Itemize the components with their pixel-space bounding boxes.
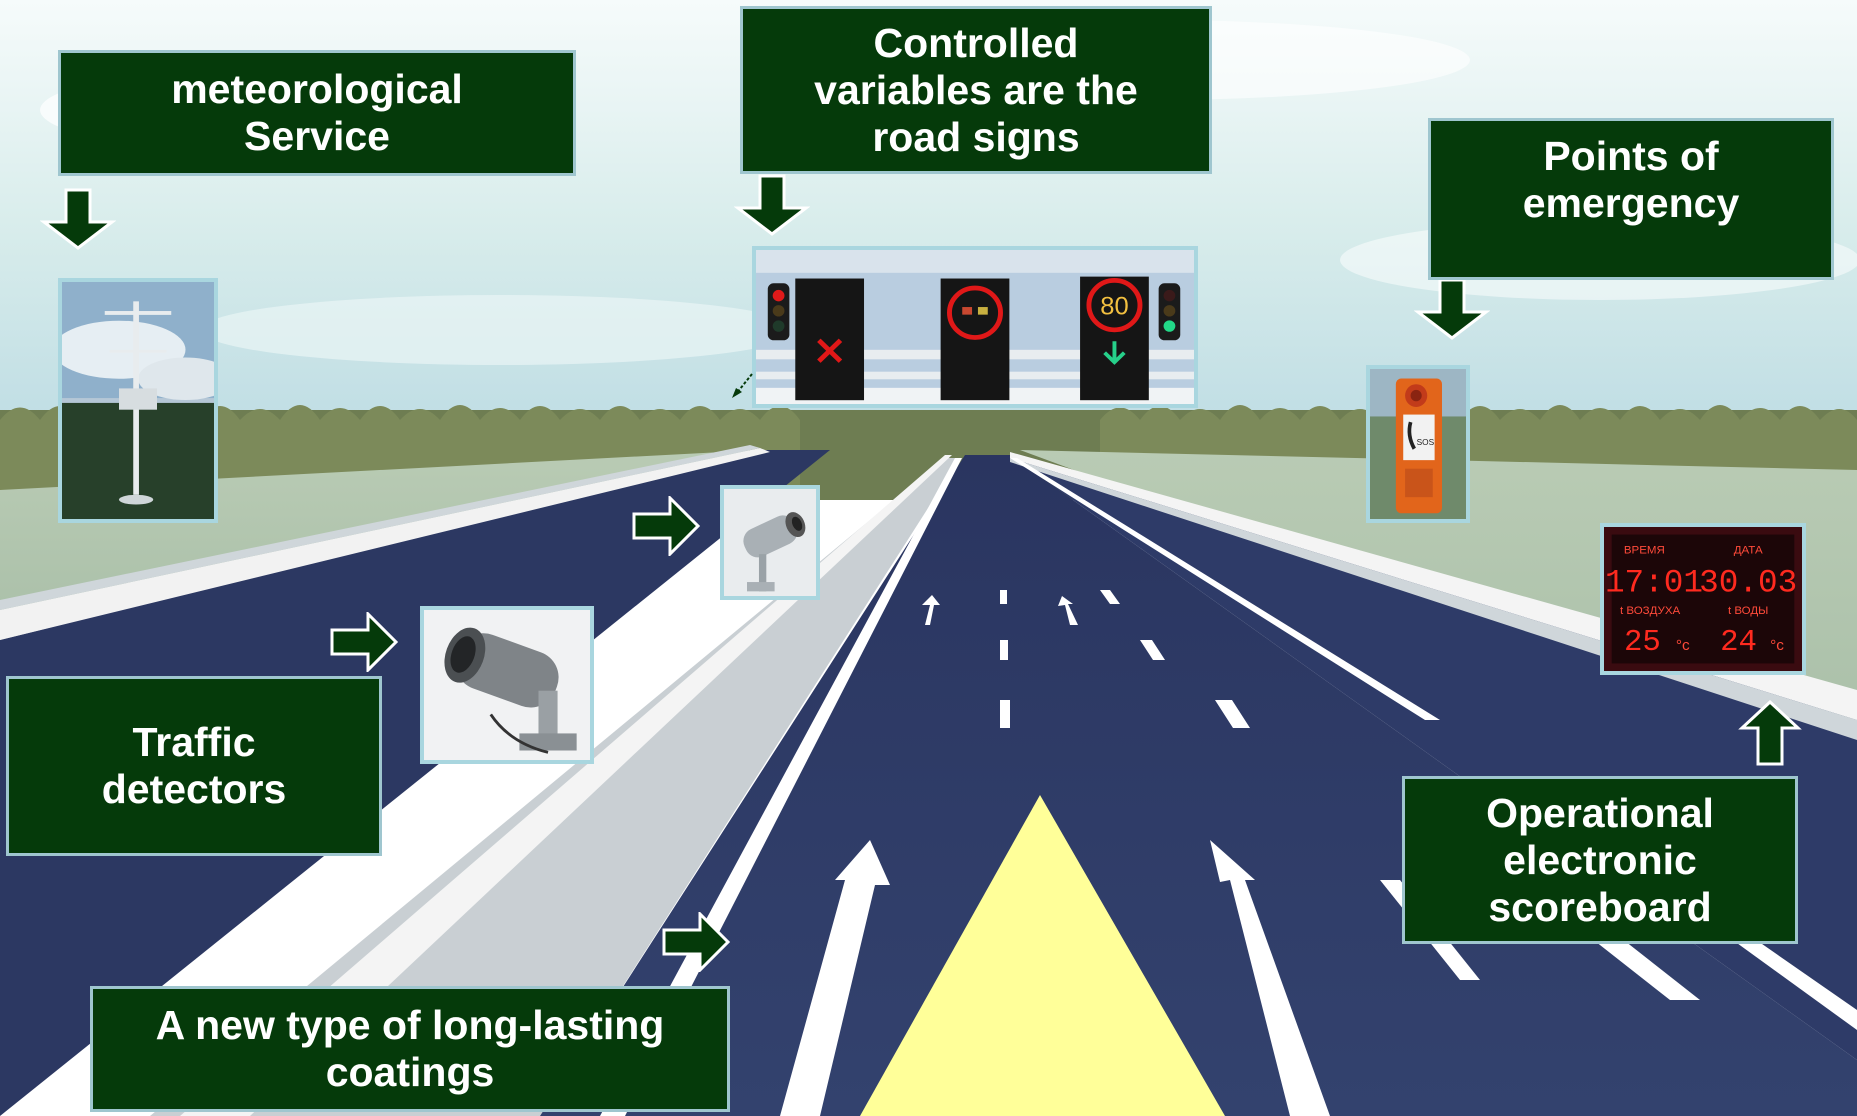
label-meteorological-service: meteorological Service	[58, 50, 576, 176]
camera-photo-small	[720, 485, 820, 600]
label-line: A new type of long-lasting	[155, 1002, 665, 1048]
label-line: coatings	[325, 1049, 495, 1095]
scoreboard-water-temp: 24	[1720, 626, 1757, 660]
scoreboard-air-temp: 25	[1624, 626, 1661, 660]
arrow-down-meteo	[40, 188, 116, 250]
camera-photo-large	[420, 606, 594, 764]
label-line: Operational	[1486, 789, 1714, 836]
label-line: Traffic	[132, 719, 256, 765]
road-arrows	[780, 595, 1330, 1116]
weather-station-photo	[58, 278, 218, 523]
label-electronic-scoreboard: Operational electronic scoreboard	[1402, 776, 1798, 944]
arrow-up-scoreboard	[1736, 700, 1804, 766]
emergency-phone-photo: SOS	[1366, 365, 1470, 523]
highlight-triangle	[860, 795, 1225, 1116]
label-line: variables are the	[814, 66, 1138, 113]
arrow-down-emergency	[1414, 278, 1490, 340]
label-line: scoreboard	[1488, 883, 1712, 930]
arrow-right-camera-small	[632, 496, 700, 556]
scoreboard-air-label: t ВОЗДУХА	[1620, 605, 1681, 617]
sos-text: SOS	[1417, 437, 1435, 447]
scoreboard-header-time: ВРЕМЯ	[1624, 545, 1665, 557]
label-line: meteorological	[171, 66, 463, 112]
label-line: detectors	[101, 766, 287, 812]
label-line: Service	[244, 113, 390, 159]
left-carriageway	[0, 445, 960, 1116]
label-traffic-detectors: Traffic detectors	[6, 676, 382, 856]
label-line: road signs	[872, 113, 1080, 160]
arrow-right-coatings	[662, 912, 730, 972]
speed-limit-text: 80	[1100, 293, 1128, 321]
scoreboard-date: 30.03	[1699, 565, 1797, 602]
scoreboard-water-unit: °c	[1770, 637, 1784, 654]
label-line: Points of	[1543, 133, 1719, 179]
scoreboard-time: 17:01	[1605, 565, 1703, 602]
electronic-scoreboard-photo: ВРЕМЯ ДАТА 17:01 30.03 t ВОЗДУХА t ВОДЫ …	[1600, 523, 1806, 675]
pointer-arrow-small	[730, 372, 754, 400]
label-points-of-emergency: Points of emergency	[1428, 118, 1834, 280]
scoreboard-header-date: ДАТА	[1734, 545, 1763, 557]
label-line: Controlled	[873, 19, 1079, 66]
arrow-down-signs	[734, 174, 810, 236]
scoreboard-air-unit: °c	[1676, 637, 1690, 654]
road-signs-gantry-photo: 80	[752, 246, 1198, 408]
arrow-right-camera-large	[330, 612, 398, 672]
label-road-signs: Controlled variables are the road signs	[740, 6, 1212, 174]
label-line: electronic	[1503, 836, 1697, 883]
label-line: emergency	[1522, 180, 1740, 226]
scoreboard-water-label: t ВОДЫ	[1728, 605, 1768, 617]
label-long-lasting-coatings: A new type of long-lasting coatings	[90, 986, 730, 1112]
